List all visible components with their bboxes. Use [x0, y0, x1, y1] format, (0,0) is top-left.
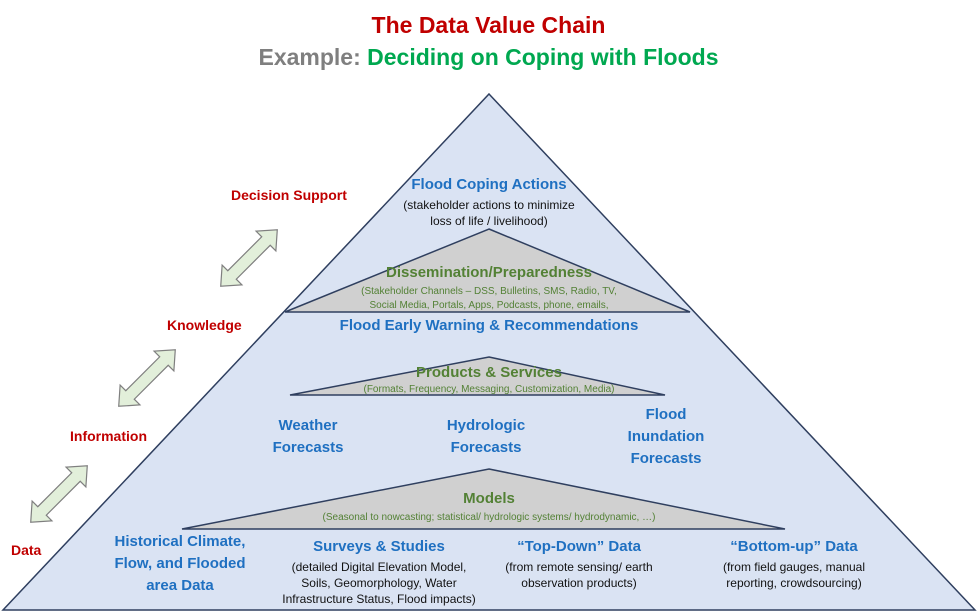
- level-decision-support: Decision Support: [231, 187, 347, 203]
- dissemination-title: Dissemination/Preparedness: [386, 264, 592, 281]
- products-title: Products & Services: [416, 364, 562, 381]
- subtitle-text: Deciding on Coping with Floods: [367, 44, 719, 70]
- inundation-forecasts: Flood Inundation Forecasts: [627, 406, 705, 467]
- arrow-knowledge-information: [118, 349, 176, 407]
- apex-title: Flood Coping Actions: [411, 176, 567, 193]
- topdown-desc: (from remote sensing/ earth observation …: [505, 560, 653, 590]
- level-knowledge: Knowledge: [167, 317, 242, 333]
- dissemination-band: [284, 228, 691, 313]
- arrow-information-data: [30, 465, 88, 523]
- early-warning-label: Flood Early Warning & Recommendations: [339, 317, 639, 334]
- models-desc: (Seasonal to nowcasting; statistical/ hy…: [322, 512, 656, 523]
- models-band: [181, 468, 786, 530]
- subtitle-prefix: Example:: [258, 44, 368, 70]
- weather-forecasts: Weather Forecasts: [272, 417, 344, 456]
- dissemination-desc-1: (Stakeholder Channels – DSS, Bulletins, …: [361, 286, 617, 297]
- models-title: Models: [463, 490, 515, 507]
- dissemination-desc-2: Social Media, Portals, Apps, Podcasts, p…: [369, 300, 609, 311]
- pyramid-background: [1, 92, 977, 611]
- level-information: Information: [70, 428, 147, 444]
- level-data: Data: [11, 542, 42, 558]
- diagram-title: The Data Value Chain: [371, 12, 606, 38]
- surveys-desc: (detailed Digital Elevation Model, Soils…: [282, 560, 476, 606]
- bottomup-desc: (from field gauges, manual reporting, cr…: [722, 560, 866, 590]
- bottomup-title: “Bottom-up” Data: [730, 538, 858, 555]
- arrow-decision-knowledge: [220, 229, 278, 287]
- topdown-title: “Top-Down” Data: [517, 538, 641, 555]
- historical-data: Historical Climate, Flow, and Flooded ar…: [114, 533, 246, 594]
- products-band: [289, 356, 666, 396]
- apex-desc-1: (stakeholder actions to minimize: [403, 198, 575, 212]
- surveys-title: Surveys & Studies: [313, 538, 445, 555]
- diagram-subtitle: Example: Deciding on Coping with Floods: [0, 44, 977, 71]
- apex-desc-2: loss of life / livelihood): [430, 214, 548, 228]
- hydrologic-forecasts: Hydrologic Forecasts: [446, 417, 526, 456]
- products-desc: (Formats, Frequency, Messaging, Customiz…: [363, 384, 615, 395]
